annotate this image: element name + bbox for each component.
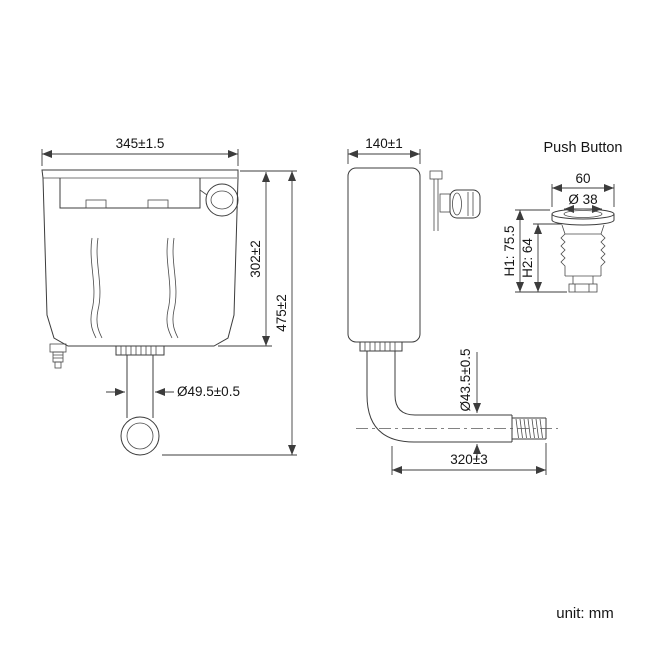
- outlet-diameter-label: Ø49.5±0.5: [177, 384, 240, 399]
- front-width-label: 345±1.5: [116, 136, 165, 151]
- dim-button-h2: H2: 64: [520, 223, 562, 292]
- flush-port-outer: [205, 183, 239, 217]
- side-depth-label: 140±1: [365, 136, 402, 151]
- button-h2-label: H2: 64: [520, 238, 535, 278]
- rib-right: [166, 237, 179, 339]
- flush-port-inner: [210, 190, 234, 210]
- push-button-title: Push Button: [544, 140, 623, 156]
- front-view: 345±1.5 302±2 475±2 Ø49.5±0.5: [41, 136, 297, 456]
- port-leader-line: [199, 189, 208, 196]
- button-body: [551, 208, 615, 293]
- pipe-diameter-label: Ø43.5±0.5: [458, 349, 473, 412]
- button-diameter-label: Ø 38: [568, 192, 597, 207]
- pipe-length-label: 320±3: [450, 452, 487, 467]
- button-flange-side: [551, 214, 615, 220]
- button-width-label: 60: [575, 171, 590, 186]
- dim-side-depth: 140±1: [347, 136, 421, 164]
- dim-pipe-diameter: Ø43.5±0.5: [458, 349, 481, 458]
- dim-pipe-length: 320±3: [391, 443, 547, 475]
- button-stem: [572, 276, 594, 284]
- unit-label: unit: mm: [556, 605, 614, 622]
- side-view: 140±1 Ø43.5±0.5 320±3: [347, 136, 558, 475]
- button-neck: [561, 224, 605, 235]
- button-clip: [568, 283, 598, 293]
- tank-height-label: 302±2: [248, 240, 263, 277]
- outlet-pipe-front: [126, 355, 154, 418]
- dim-button-width: 60: [551, 171, 615, 207]
- button-flange-bottom: [551, 219, 615, 226]
- outlet-circle-outer: [120, 416, 160, 456]
- dim-total-height: 475±2: [162, 171, 297, 456]
- tank-lid: [59, 178, 201, 209]
- push-button-detail: Push Button 60 Ø 38: [502, 140, 623, 293]
- button-cap: [563, 210, 603, 218]
- tank-outline: [41, 169, 239, 347]
- dim-button-h1: H1: 75.5: [502, 209, 567, 293]
- lid-tab-left: [85, 199, 107, 209]
- elbow-pipe: [356, 351, 558, 443]
- outlet-flange-side: [359, 341, 403, 352]
- button-thread: [560, 233, 606, 277]
- inlet-stub: [49, 343, 67, 369]
- dim-front-width: 345±1.5: [41, 136, 239, 166]
- actuator-assembly: [429, 170, 481, 231]
- dim-outlet-diameter: Ø49.5±0.5: [106, 384, 240, 399]
- side-body: [347, 167, 421, 343]
- rib-left: [90, 237, 103, 339]
- button-h1-label: H1: 75.5: [502, 225, 517, 276]
- dim-tank-height: 302±2: [218, 170, 297, 347]
- outlet-flange-front: [115, 345, 165, 356]
- total-height-label: 475±2: [274, 294, 289, 331]
- lid-tab-right: [147, 199, 169, 209]
- outlet-circle-inner: [126, 422, 154, 450]
- dim-button-diameter: Ø 38: [564, 192, 602, 213]
- push-button-knob: [449, 189, 481, 219]
